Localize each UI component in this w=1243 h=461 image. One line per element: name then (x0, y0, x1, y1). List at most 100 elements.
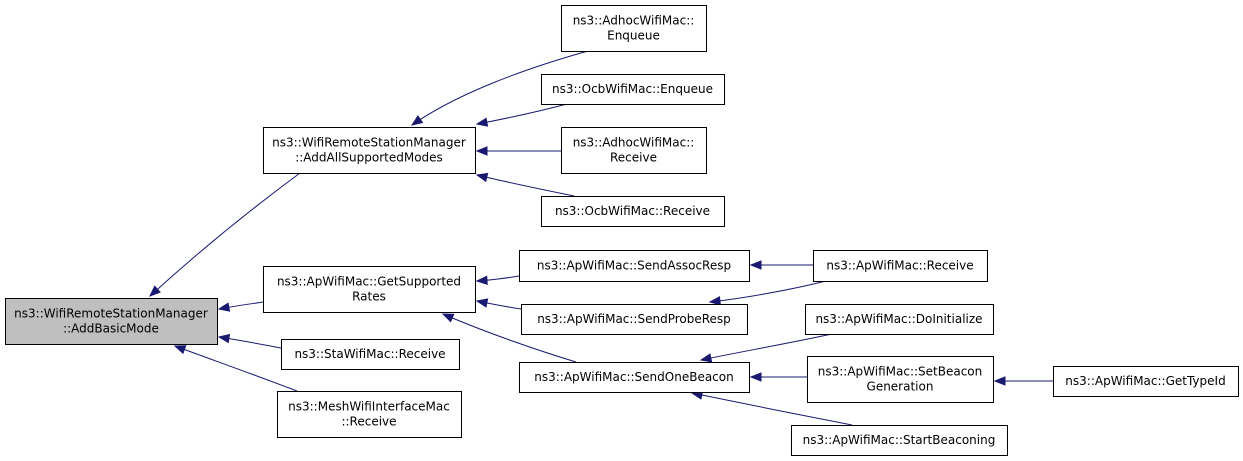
node-label-line: ::AddBasicMode (63, 322, 159, 336)
node-label-line: ns3::OcbWifiMac::Receive (555, 204, 710, 218)
edge-arrowhead (475, 146, 488, 156)
node-label-line: ns3::ApWifiMac::DoInitialize (815, 312, 982, 326)
node-label-line: ns3::StaWifiMac::Receive (294, 347, 445, 361)
node-label-line: Receive (610, 151, 657, 165)
node-startbeacon[interactable]: ns3::ApWifiMac::StartBeaconing (791, 425, 1008, 456)
node-label-line: Rates (352, 290, 386, 304)
node-adhoc-enq[interactable]: ns3::AdhocWifiMac::Enqueue (561, 5, 707, 52)
node-label-line: ns3::ApWifiMac::Receive (826, 259, 973, 273)
node-sta-recv[interactable]: ns3::StaWifiMac::Receive (281, 339, 460, 370)
node-label-line: Generation (867, 380, 934, 394)
edge-arrowhead (475, 117, 489, 127)
node-ocb-recv[interactable]: ns3::OcbWifiMac::Receive (541, 196, 725, 227)
edge-arrowhead (217, 302, 231, 312)
node-box (519, 250, 750, 282)
node-label-line: ns3::ApWifiMac::GetTypeId (1065, 374, 1225, 388)
edge-onebeacon-to-getsupp (441, 313, 577, 363)
edge-setbeacon-to-onebeacon (749, 372, 807, 382)
edge-ocb_enq-to-addall (475, 103, 568, 127)
node-mesh-recv[interactable]: ns3::MeshWifiInterfaceMac::Receive (277, 391, 462, 438)
edge-arrowhead (173, 345, 187, 355)
node-box (519, 362, 750, 393)
edge-adhoc_enq-to-addall (410, 50, 589, 126)
node-adhoc-recv[interactable]: ns3::AdhocWifiMac::Receive (561, 127, 707, 174)
edge-assoc-to-getsupp (475, 275, 520, 286)
edge-adhoc_recv-to-addall (475, 146, 561, 156)
edge-line (411, 50, 589, 126)
edge-arrowhead (149, 285, 161, 297)
node-probe[interactable]: ns3::ApWifiMac::SendProbeResp (521, 304, 748, 335)
node-box (561, 127, 707, 174)
edge-line (476, 103, 568, 125)
edge-arrowhead (475, 275, 488, 286)
node-doinit[interactable]: ns3::ApWifiMac::DoInitialize (805, 304, 994, 335)
edge-line (149, 172, 301, 297)
node-gettype[interactable]: ns3::ApWifiMac::GetTypeId (1053, 366, 1239, 397)
node-ap-recv[interactable]: ns3::ApWifiMac::Receive (813, 250, 988, 282)
edge-getsupp-to-root (217, 301, 264, 312)
node-label-line: Enqueue (607, 29, 660, 43)
node-box (541, 74, 725, 105)
edge-ap_recv-to-assoc (749, 260, 814, 270)
node-label-line: ns3::ApWifiMac::SendOneBeacon (534, 370, 733, 384)
node-addall[interactable]: ns3::WifiRemoteStationManager::AddAllSup… (263, 127, 476, 174)
edge-arrowhead (441, 313, 455, 323)
edge-arrowhead (475, 298, 489, 308)
edge-line (442, 313, 577, 363)
node-box (805, 304, 994, 335)
node-label-line: ::AddAllSupportedModes (295, 151, 443, 165)
edges-layer (149, 50, 1053, 426)
edge-ocb_recv-to-addall (475, 172, 575, 197)
node-onebeacon[interactable]: ns3::ApWifiMac::SendOneBeacon (519, 362, 750, 393)
node-label-line: ::Receive (341, 415, 396, 429)
edge-line (174, 345, 298, 392)
node-box (561, 5, 707, 52)
node-box (281, 339, 460, 370)
node-ocb-enq[interactable]: ns3::OcbWifiMac::Enqueue (541, 74, 725, 105)
edge-mesh_recv-to-root (173, 345, 298, 392)
edge-probe-to-getsupp (475, 298, 522, 310)
node-box (277, 391, 462, 438)
node-box (791, 425, 1008, 456)
edge-sta_recv-to-root (217, 333, 282, 349)
edge-arrowhead (749, 260, 762, 270)
node-label-line: ns3::AdhocWifiMac:: (573, 14, 695, 28)
node-box (813, 250, 988, 282)
edge-line (700, 333, 833, 361)
node-box (263, 266, 476, 313)
edge-arrowhead (708, 296, 721, 306)
edge-arrowhead (699, 353, 713, 363)
nodes-layer: ns3::WifiRemoteStationManager::AddBasicM… (5, 5, 1239, 456)
edge-arrowhead (475, 172, 489, 183)
edge-line (476, 174, 575, 197)
node-label-line: ns3::ApWifiMac::SendProbeResp (537, 312, 731, 326)
node-label-line: ns3::AdhocWifiMac:: (573, 136, 695, 150)
edge-line (709, 280, 827, 303)
edge-arrowhead (410, 115, 424, 126)
node-label-line: ns3::ApWifiMac::SetBeacon (818, 365, 983, 379)
node-box (5, 298, 218, 345)
node-box (807, 356, 994, 403)
node-box (1053, 366, 1239, 397)
node-label-line: ns3::OcbWifiMac::Enqueue (552, 82, 713, 96)
node-label-line: ns3::WifiRemoteStationManager (272, 136, 466, 150)
node-box (521, 304, 748, 335)
node-assoc[interactable]: ns3::ApWifiMac::SendAssocResp (519, 250, 750, 282)
edge-arrowhead (993, 376, 1006, 386)
edge-gettype-to-setbeacon (993, 376, 1053, 386)
node-label-line: ns3::ApWifiMac::SendAssocResp (537, 259, 731, 273)
edge-line (691, 392, 853, 426)
node-root[interactable]: ns3::WifiRemoteStationManager::AddBasicM… (5, 298, 218, 345)
node-label-line: ns3::ApWifiMac::GetSupported (277, 275, 461, 289)
edge-arrowhead (749, 372, 762, 382)
node-box (541, 196, 725, 227)
edge-doinit-to-onebeacon (699, 333, 833, 363)
node-label-line: ns3::WifiRemoteStationManager (14, 307, 208, 321)
edge-addall-to-root (149, 172, 301, 297)
edge-arrowhead (217, 333, 231, 344)
edge-ap_recv-to-probe (708, 280, 827, 306)
node-label-line: ns3::MeshWifiInterfaceMac (288, 400, 450, 414)
